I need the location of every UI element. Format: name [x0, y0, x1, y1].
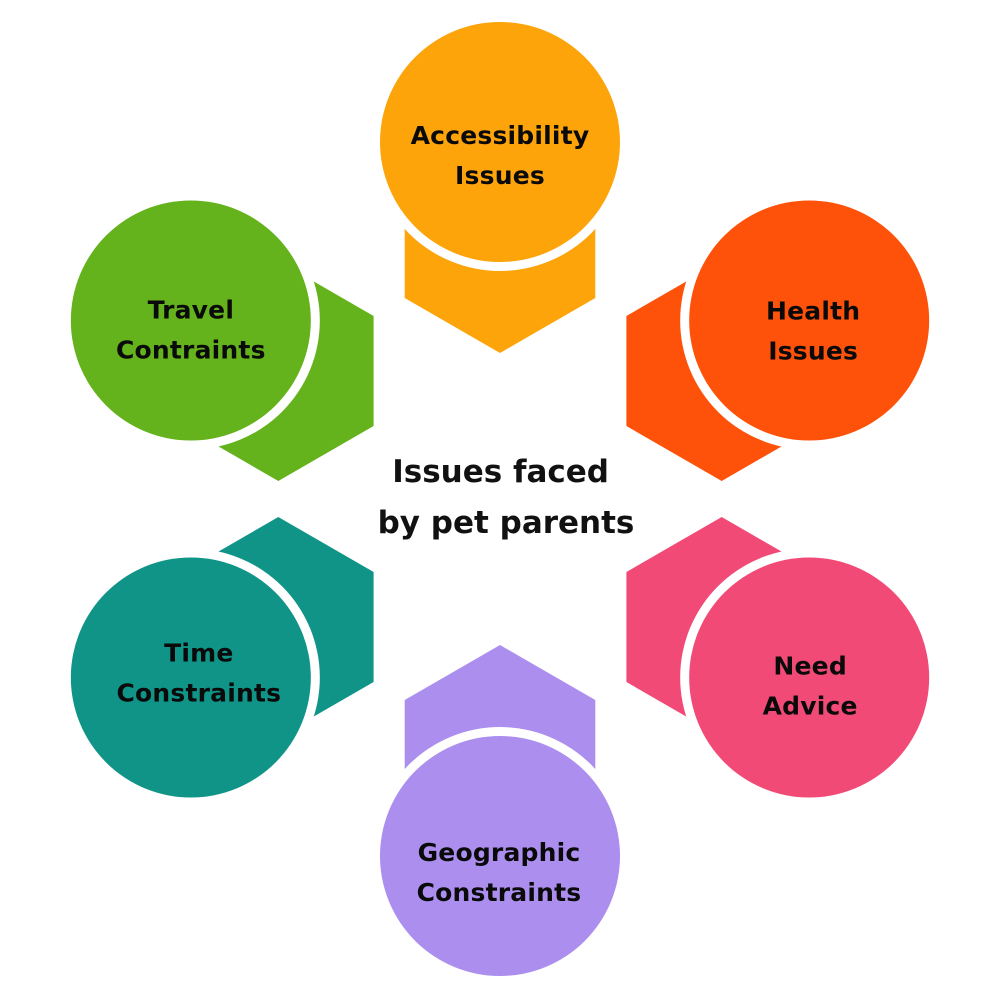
- label-travel-line-2: Contraints: [116, 336, 266, 365]
- label-travel-line-1: Travel: [148, 296, 235, 325]
- label-accessibility-line-2: Issues: [455, 161, 545, 190]
- label-geographic-line-2: Constraints: [417, 878, 582, 907]
- circle-node-health: [689, 200, 930, 441]
- circle-node-geographic: [380, 736, 620, 976]
- label-health-line-1: Health: [766, 297, 860, 326]
- label-time-line-2: Constraints: [116, 679, 281, 708]
- label-geographic-line-1: Geographic: [418, 838, 581, 867]
- center-title-line-2: by pet parents: [378, 505, 635, 541]
- circle-node-advice: [689, 557, 930, 798]
- label-time-line-1: Time: [164, 639, 233, 668]
- label-accessibility-line-1: Accessibility: [411, 121, 590, 150]
- label-advice-line-1: Need: [773, 652, 847, 681]
- circle-node-time: [70, 557, 311, 798]
- center-title-line-1: Issues faced: [392, 454, 609, 490]
- center-title: Issues faced by pet parents: [378, 454, 635, 541]
- label-advice-line-2: Advice: [763, 692, 858, 721]
- label-health-line-2: Issues: [768, 337, 858, 366]
- circle-node-travel: [70, 200, 311, 441]
- circle-node-accessibility: [380, 22, 620, 262]
